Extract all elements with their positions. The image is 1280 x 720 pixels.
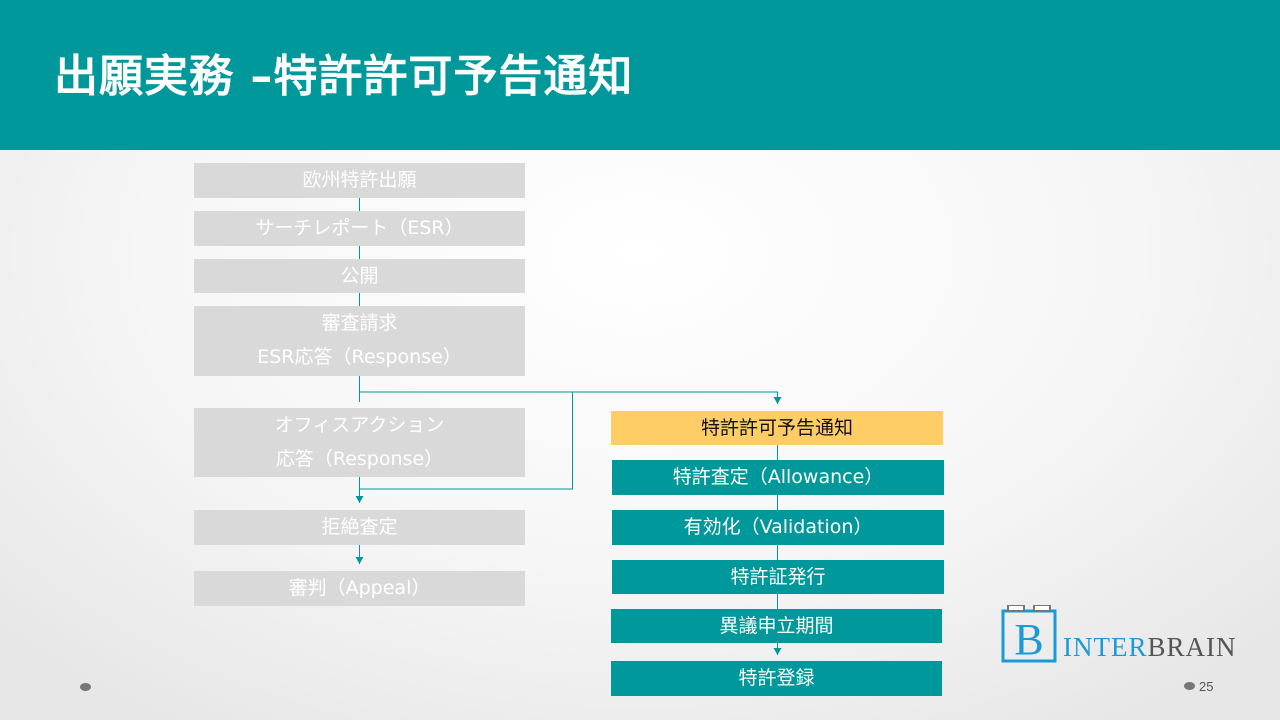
box-exam-line1: 審査請求 <box>321 312 398 334</box>
logo-text-brain: BRAIN <box>1147 632 1237 662</box>
box-publication-label: 公開 <box>340 265 379 287</box>
box-validation: 有効化（Validation） <box>612 510 944 545</box>
box-office-action: オフィスアクション 応答（Response） <box>194 408 525 477</box>
box-opposition-label: 異議申立期間 <box>719 615 834 637</box>
connector-exam-to-notice <box>359 376 782 404</box>
box-publication: 公開 <box>194 259 525 293</box>
box-esr-label: サーチレポート（ESR） <box>255 217 464 239</box>
right-footer-dot <box>1184 682 1195 690</box>
box-exam-line2: ESR応答（Response） <box>257 346 462 368</box>
box-esr: サーチレポート（ESR） <box>194 211 525 246</box>
box-opposition: 異議申立期間 <box>611 609 942 643</box>
box-allowance-label: 特許査定（Allowance） <box>672 466 884 488</box>
box-appeal-label: 審判（Appeal） <box>288 577 431 599</box>
page-title: 出願実務 –特許許可予告通知 <box>54 51 634 102</box>
box-exam: 審査請求 ESR応答（Response） <box>194 306 525 376</box>
box-registration: 特許登録 <box>611 661 942 696</box>
connector-oa-loop <box>359 392 573 490</box>
box-oa-line1: オフィスアクション <box>274 414 445 436</box>
box-filing: 欧州特許出願 <box>194 163 525 198</box>
logo-wordmark: INTERBRAIN <box>1063 632 1237 662</box>
logo-text-inter: INTER <box>1063 632 1148 662</box>
page-number: 25 <box>1199 679 1214 694</box>
interbrain-logo: B <box>1001 605 1057 664</box>
box-rejection-label: 拒絶査定 <box>321 516 398 538</box>
box-notice-label: 特許許可予告通知 <box>700 417 853 439</box>
box-validation-label: 有効化（Validation） <box>683 516 873 538</box>
box-filing-label: 欧州特許出願 <box>302 169 417 191</box>
box-appeal: 審判（Appeal） <box>194 571 525 606</box>
left-footer-dot <box>80 683 91 691</box>
box-certificate-label: 特許証発行 <box>730 566 826 588</box>
box-allowance: 特許査定（Allowance） <box>612 460 944 495</box>
box-oa-line2: 応答（Response） <box>275 448 444 470</box>
logo-letter: B <box>1014 615 1043 664</box>
box-notice: 特許許可予告通知 <box>611 411 943 445</box>
box-registration-label: 特許登録 <box>738 667 815 689</box>
box-rejection: 拒絶査定 <box>194 510 525 545</box>
box-certificate: 特許証発行 <box>612 560 944 594</box>
title-bar: 出願実務 –特許許可予告通知 <box>0 0 1280 150</box>
